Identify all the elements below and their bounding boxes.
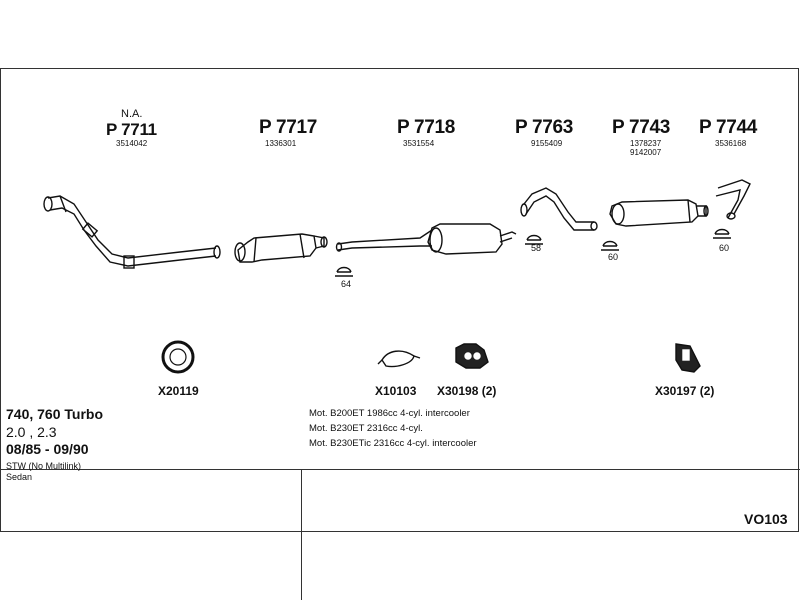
vehicle-body-1: STW (No Multilink) <box>6 461 82 471</box>
vehicle-body-2: Sedan <box>6 472 33 482</box>
part-oe-p7718: 3531554 <box>403 139 435 148</box>
part-number-p7744: P 7744 <box>699 117 758 138</box>
vehicle-info: 740, 760 Turbo 2.0 , 2.3 08/85 - 09/90 S… <box>6 406 103 482</box>
vehicle-engines: 2.0 , 2.3 <box>6 424 57 440</box>
accessory-x10103: X10103 <box>375 384 417 398</box>
rear-silencer-drawing <box>609 199 709 227</box>
vehicle-years: 08/85 - 09/90 <box>6 441 89 457</box>
motor-line-1: Mot. B200ET 1986cc 4-cyl. intercooler <box>309 408 470 419</box>
part-number-p7743: P 7743 <box>612 117 671 138</box>
clamp-drawing <box>377 350 421 368</box>
mount-label-4: 60 <box>719 243 730 253</box>
front-pipe-drawing <box>43 195 221 269</box>
front-silencer-drawing <box>234 233 328 263</box>
divider-horizontal <box>1 469 800 470</box>
diagram-code: VO103 <box>744 511 788 527</box>
diagram-frame <box>0 68 800 600</box>
mount-label-1: 64 <box>341 279 352 289</box>
ring-drawing <box>161 340 195 374</box>
part-number-p7711: P 7711 <box>106 120 157 139</box>
motor-line-2: Mot. B230ET 2316cc 4-cyl. <box>309 423 423 434</box>
part-oe-p7763: 9155409 <box>531 139 563 148</box>
mount-label-3: 60 <box>608 252 619 262</box>
intermediate-pipe-drawing <box>520 187 598 231</box>
vehicle-model: 740, 760 Turbo <box>6 406 104 422</box>
mount-drawings <box>335 228 731 277</box>
part-oe-p7743: 1378237 <box>630 139 662 148</box>
rubber-mount-drawing-2 <box>675 343 701 373</box>
accessory-x20119: X20119 <box>158 384 199 398</box>
part-number-p7718: P 7718 <box>397 117 456 138</box>
motor-line-3: Mot. B230ETic 2316cc 4-cyl. intercooler <box>309 438 477 449</box>
rubber-mount-drawing-1 <box>455 343 489 369</box>
part-pre-label: N.A. <box>121 108 143 120</box>
mount-label-2: 58 <box>531 243 542 253</box>
accessory-x30197: X30197 (2) <box>655 384 715 398</box>
tailpipe-drawing <box>715 179 751 220</box>
divider-vertical <box>301 469 302 600</box>
part-oe-p7717: 1336301 <box>265 139 297 148</box>
part-number-p7717: P 7717 <box>259 117 318 138</box>
middle-silencer-drawing <box>335 223 517 255</box>
part-number-p7763: P 7763 <box>515 117 574 138</box>
part-oe2-p7743: 9142007 <box>630 148 662 157</box>
accessory-x30198: X30198 (2) <box>437 384 497 398</box>
part-oe-p7744: 3536168 <box>715 139 747 148</box>
part-oe-p7711: 3514042 <box>116 139 148 148</box>
